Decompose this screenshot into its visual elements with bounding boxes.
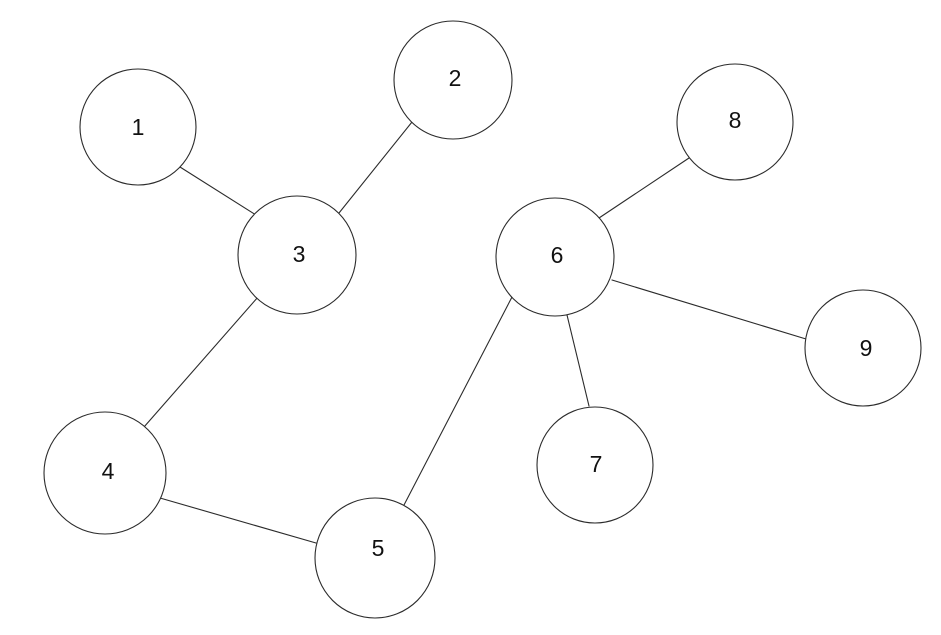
graph-edge-5-6 (403, 296, 513, 506)
node-circle-7[interactable] (536, 406, 654, 524)
node-circle-5[interactable] (314, 497, 436, 619)
graph-edge-6-9 (611, 279, 807, 340)
graph-node-7[interactable]: 7 (536, 406, 654, 524)
graph-node-1[interactable]: 1 (79, 68, 197, 186)
node-label-7: 7 (590, 451, 603, 477)
graph-edge-1-3 (179, 166, 257, 216)
node-label-6: 6 (551, 242, 564, 268)
node-label-8: 8 (729, 107, 742, 133)
graph-edge-2-3 (338, 121, 413, 214)
graph-node-6[interactable]: 6 (495, 197, 615, 317)
node-circle-2[interactable] (393, 20, 513, 140)
node-circle-9[interactable] (804, 289, 922, 407)
node-label-4: 4 (102, 458, 115, 484)
graph-node-4[interactable]: 4 (43, 411, 167, 535)
graph-node-8[interactable]: 8 (676, 63, 794, 181)
node-circle-4[interactable] (43, 411, 167, 535)
graph-node-9[interactable]: 9 (804, 289, 922, 407)
graph-edge-6-8 (598, 157, 690, 219)
node-label-3: 3 (293, 241, 306, 267)
node-label-9: 9 (860, 335, 873, 361)
graph-edge-6-7 (566, 314, 590, 407)
nodes-layer: 1 2 3 4 5 6 7 8 9 (43, 20, 922, 619)
node-circle-6[interactable] (495, 197, 615, 317)
graph-node-3[interactable]: 3 (237, 195, 357, 315)
graph-node-2[interactable]: 2 (393, 20, 513, 140)
node-circle-1[interactable] (79, 68, 197, 186)
graph-edge-4-5 (159, 497, 317, 544)
node-label-5: 5 (372, 535, 385, 561)
node-circle-8[interactable] (676, 63, 794, 181)
graph-node-5[interactable]: 5 (314, 497, 436, 619)
node-label-1: 1 (132, 114, 145, 140)
edges-layer (143, 121, 807, 544)
node-label-2: 2 (449, 65, 462, 91)
graph-edge-3-4 (143, 296, 259, 428)
node-circle-3[interactable] (237, 195, 357, 315)
